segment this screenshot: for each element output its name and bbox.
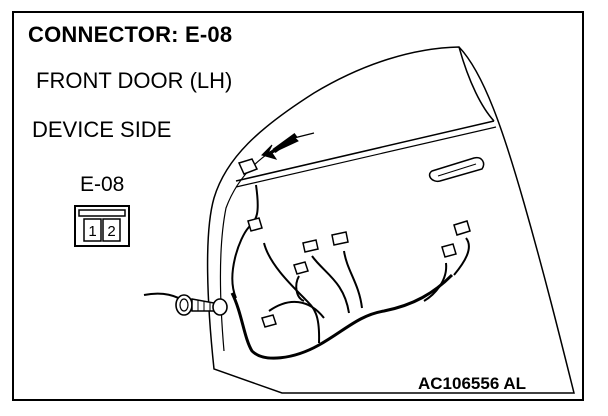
connector-left-upper: [247, 217, 263, 232]
connector-right-upper: [453, 220, 471, 236]
window-rear-edge: [458, 46, 495, 122]
pin-number-2: 2: [107, 223, 115, 240]
pointer-arrow-shaft: [272, 132, 298, 154]
door-handle-inner: [437, 163, 477, 177]
door-handle: [428, 156, 485, 183]
grommet-inner: [179, 298, 189, 312]
figure-code: AC106556 AL: [418, 374, 527, 393]
location-label: FRONT DOOR (LH): [36, 68, 233, 93]
pin-number-1: 1: [88, 223, 96, 240]
diagram-frame: CONNECTOR: E-08 FRONT DOOR (LH) DEVICE S…: [12, 11, 584, 401]
connector-e08: [237, 158, 259, 175]
harness-branch-lock: [343, 250, 363, 309]
connector-lower-left: [261, 314, 277, 328]
connector-title: CONNECTOR: E-08: [28, 22, 233, 47]
harness-branch-small: [295, 275, 305, 302]
harness-branch-actuator: [453, 237, 470, 276]
door-outer-panel: [206, 46, 575, 394]
connector-center-a: [302, 239, 319, 253]
main-harness-trunk: [230, 273, 454, 360]
door-belt-line-lower: [235, 126, 497, 188]
front-door-illustration: [143, 46, 575, 394]
grommet-door-side: [212, 298, 228, 316]
device-side-label: DEVICE SIDE: [32, 117, 172, 142]
harness-branch-speaker: [263, 242, 321, 344]
harness-branch-to-e08: [231, 184, 259, 299]
pin-cell-2: [102, 218, 121, 242]
connector-center-b: [331, 231, 349, 246]
connector-center-c: [293, 261, 309, 275]
pin-cell-1: [83, 218, 102, 242]
door-belt-line: [235, 120, 495, 182]
connector-right-lower: [441, 243, 457, 258]
harness-branch-handle: [423, 262, 448, 302]
connector-face-symbol: 1 2: [74, 205, 130, 247]
connector-latch: [78, 209, 126, 217]
harness-branch-lower: [268, 300, 325, 319]
connector-id-label: E-08: [80, 173, 125, 196]
boot-ribs: [197, 300, 211, 311]
harness-branch-switch: [311, 255, 350, 314]
